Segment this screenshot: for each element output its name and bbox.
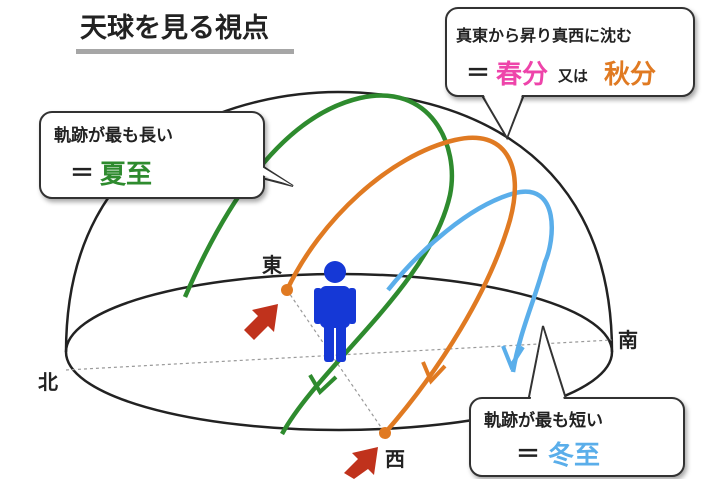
- callout-equinox: 真東から昇り真西に沈む ＝ 春分 又は 秋分: [445, 7, 695, 141]
- north-south-axis: [65, 339, 613, 371]
- west-point: [379, 427, 391, 439]
- callout-winter-term: 冬至: [548, 441, 600, 471]
- callout-summer-eq: ＝: [70, 159, 94, 187]
- label-east: 東: [262, 253, 282, 277]
- summer-solstice-path: [182, 93, 455, 436]
- callout-winter: 軌跡が最も短い ＝ 冬至: [469, 325, 685, 477]
- callout-equinox-autumn: 秋分: [604, 60, 656, 90]
- arrow-up-right-icon: [244, 304, 278, 340]
- label-south: 南: [618, 328, 638, 352]
- winter-solstice-path: [386, 189, 554, 373]
- summer-path-arrowhead: [308, 373, 338, 396]
- callout-summer-line1: 軌跡が最も長い: [54, 125, 173, 146]
- page-title: 天球を見る視点: [80, 13, 269, 44]
- callout-equinox-eq: ＝: [466, 59, 490, 87]
- callout-winter-eq: ＝: [516, 440, 540, 468]
- callout-equinox-spring: 春分: [496, 60, 548, 90]
- callout-winter-line1: 軌跡が最も短い: [484, 410, 603, 431]
- callout-summer-term: 夏至: [100, 160, 152, 190]
- equinox-path-arrowhead: [421, 361, 447, 385]
- winter-path-arrowhead: [501, 345, 525, 371]
- east-point: [281, 284, 293, 296]
- arrow-up-right-icon: [344, 447, 378, 479]
- title-underline: [76, 49, 294, 54]
- equinox-path: [284, 135, 518, 435]
- callout-equinox-line1: 真東から昇り真西に沈む: [456, 26, 632, 45]
- label-north: 北: [38, 370, 58, 394]
- callout-equinox-or: 又は: [558, 67, 588, 85]
- callout-summer: 軌跡が最も長い ＝ 夏至: [39, 111, 294, 199]
- label-west: 西: [385, 447, 405, 471]
- person-icon: [314, 261, 356, 362]
